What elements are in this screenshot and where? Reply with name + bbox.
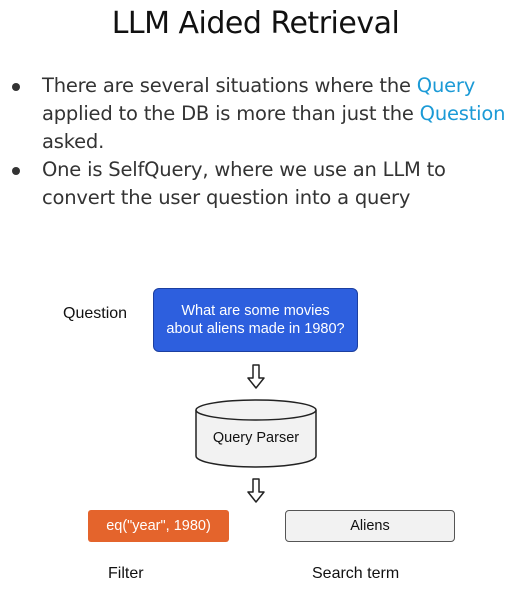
bullet-text: One is SelfQuery, where we use an LLM to… <box>42 158 446 209</box>
filter-label: Filter <box>108 565 144 582</box>
bullet-dot-icon <box>12 167 20 175</box>
bullet-text: There are several situations where the Q… <box>42 74 505 153</box>
database-cylinder-icon <box>195 399 317 468</box>
bullet-text-part: applied to the DB is more than just the <box>42 102 420 125</box>
filter-box: eq("year", 1980) <box>88 510 229 542</box>
bullet-item: There are several situations where the Q… <box>12 72 507 156</box>
search-term-label: Search term <box>312 565 400 582</box>
highlight-query: Query <box>416 74 476 97</box>
bullet-text-part: There are several situations where the <box>42 74 417 97</box>
down-arrow-icon <box>247 478 265 503</box>
highlight-question: Question <box>419 102 506 125</box>
query-parser-label: Query Parser <box>212 430 300 446</box>
down-arrow-icon <box>247 364 265 389</box>
search-term-text: Aliens <box>350 518 390 534</box>
bullet-dot-icon <box>12 83 20 91</box>
question-box: What are some movies about aliens made i… <box>153 288 358 352</box>
filter-text: eq("year", 1980) <box>106 518 211 534</box>
question-text: What are some movies about aliens made i… <box>166 303 345 337</box>
slide-title: LLM Aided Retrieval <box>111 6 400 41</box>
question-label: Question <box>63 305 128 322</box>
bullet-list: There are several situations where the Q… <box>12 72 507 212</box>
bullet-item: One is SelfQuery, where we use an LLM to… <box>12 156 507 212</box>
search-term-box: Aliens <box>285 510 455 542</box>
bullet-text-part: asked. <box>42 130 105 153</box>
